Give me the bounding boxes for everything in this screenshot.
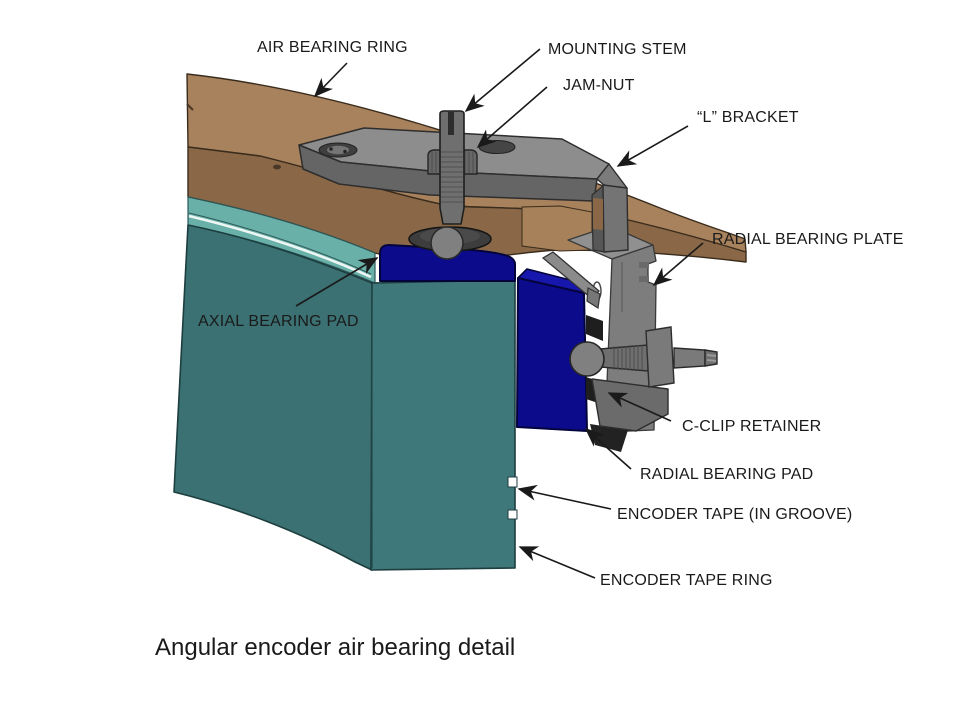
tape-groove-notch-lower [507, 509, 518, 520]
arrow-axial-bearing-pad [295, 257, 379, 307]
radial-stem-washer-block [645, 326, 675, 388]
c-clip-plate [591, 378, 669, 432]
arrow-l-bracket [616, 125, 689, 167]
radial-stem-threads [599, 344, 649, 372]
ring-vent-hole [273, 164, 281, 170]
radial-stem-tip-slot [706, 354, 717, 362]
arrow-air-bearing-ring [313, 62, 348, 98]
shadow-upper [586, 315, 603, 341]
radial-ball [569, 341, 605, 377]
tape-groove-shadow [188, 212, 372, 275]
leader-arrows [295, 48, 704, 579]
radial-stem-shaft [673, 347, 706, 369]
tape-groove-line [188, 214, 372, 279]
radial-plate-groove-1 [639, 262, 649, 268]
bracket-leg-window [593, 198, 603, 230]
label-encoder-tape: ENCODER TAPE (IN GROOVE) [617, 506, 853, 523]
arrow-jam-nut [476, 86, 548, 149]
label-radial-bearing-pad: RADIAL BEARING PAD [640, 466, 814, 483]
mounting-ball [430, 226, 464, 260]
axial-pad-body [379, 244, 516, 282]
radial-plate-groove-2 [639, 276, 649, 282]
tape-ring-front-right [370, 279, 516, 571]
label-axial-bearing-pad: AXIAL BEARING PAD [198, 313, 359, 330]
mounting-stem-part [427, 110, 478, 260]
arrow-radial-bearing-pad [584, 427, 632, 470]
clip-arm-part [541, 251, 601, 310]
arrow-encoder-tape [517, 484, 612, 510]
bracket-leg [602, 184, 629, 253]
bracket-screw-dot-2 [343, 149, 347, 154]
figure-caption: Angular encoder air bearing detail [155, 634, 516, 661]
label-c-clip-retainer: C-CLIP RETAINER [682, 418, 822, 435]
arrow-c-clip-retainer [607, 392, 672, 422]
tape-ring-front-left [173, 224, 373, 571]
label-mounting-stem: MOUNTING STEM [548, 41, 687, 58]
tape-groove-notch-upper [507, 476, 518, 488]
arrow-mounting-stem [464, 48, 541, 113]
stem-thread-lines [441, 151, 463, 203]
arrow-radial-bearing-plate [652, 242, 704, 287]
clip-arm [541, 251, 600, 299]
bracket-screw-dot-1 [329, 147, 333, 151]
label-jam-nut: JAM-NUT [563, 77, 635, 94]
radial-stem-thread-ridges [613, 345, 643, 370]
radial-stem-tip [704, 349, 718, 367]
arrow-encoder-tape-ring [518, 546, 596, 579]
ring-edge-tick [186, 103, 194, 111]
label-radial-bearing-plate: RADIAL BEARING PLATE [712, 231, 904, 248]
stem-slot [448, 112, 454, 135]
radial-stem-part [569, 326, 718, 388]
label-l-bracket: “L” BRACKET [697, 109, 799, 126]
label-encoder-tape-ring: ENCODER TAPE RING [600, 572, 773, 589]
clip-arm-hook [586, 287, 601, 310]
c-clip-retainer-part [586, 315, 669, 452]
encoder-tape-ring-part [173, 196, 518, 571]
label-air-bearing-ring: AIR BEARING RING [257, 39, 408, 56]
